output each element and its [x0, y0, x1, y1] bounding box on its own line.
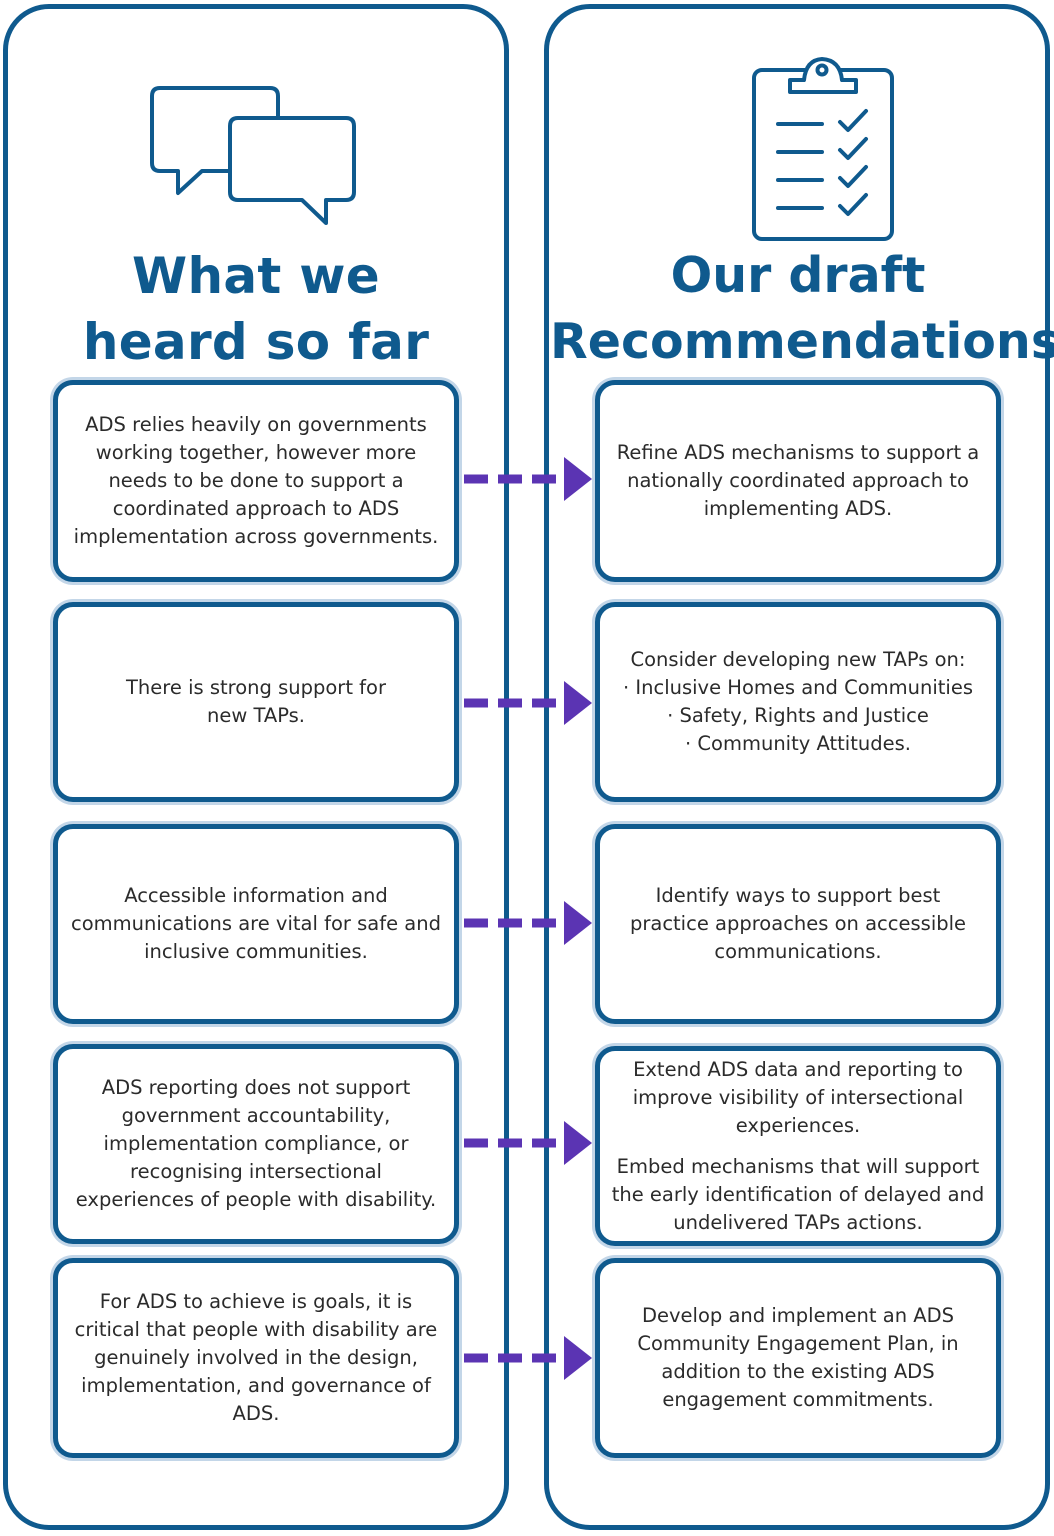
arrow-right-icon — [464, 1336, 592, 1380]
arrow-right-icon — [464, 901, 592, 945]
recommendation-text-1: Refine ADS mechanisms to support a natio… — [616, 441, 980, 520]
recommendation-text-5: Develop and implement an ADS Community E… — [637, 1304, 959, 1411]
recommendation-card-1: Refine ADS mechanisms to support a natio… — [595, 380, 1001, 582]
heard-card-5: For ADS to achieve is goals, it is criti… — [53, 1258, 459, 1458]
recommendation-text-4a: Extend ADS data and reporting to improve… — [632, 1057, 964, 1137]
heard-text-2: There is strong support for new TAPs. — [126, 676, 386, 727]
heard-card-4: ADS reporting does not support governmen… — [53, 1044, 459, 1244]
right-heading: Our draft Recommendations — [550, 243, 1054, 375]
heard-text-3: Accessible information and communication… — [71, 884, 441, 963]
tap-list-intro: Consider developing new TAPs on: — [630, 648, 966, 671]
heard-text-1: ADS relies heavily on governments workin… — [73, 413, 439, 548]
tap-recommendation-list: Consider developing new TAPs on: · Inclu… — [623, 646, 973, 758]
heard-card-3: Accessible information and communication… — [53, 824, 459, 1024]
arrow-right-icon — [464, 1121, 592, 1165]
recommendation-text-4b: Embed mechanisms that will support the e… — [611, 1154, 985, 1234]
left-heading: What we heard so far — [8, 243, 504, 375]
heard-card-2: There is strong support for new TAPs. — [53, 602, 459, 802]
tap-list-item: · Community Attitudes. — [685, 732, 911, 755]
recommendation-card-3: Identify ways to support best practice a… — [595, 824, 1001, 1024]
left-heading-line1: What we — [132, 247, 380, 305]
recommendation-card-5: Develop and implement an ADS Community E… — [595, 1258, 1001, 1458]
right-heading-line2: Recommendations — [550, 313, 1054, 370]
heard-card-1: ADS relies heavily on governments workin… — [53, 380, 459, 582]
heard-text-5: For ADS to achieve is goals, it is criti… — [74, 1290, 438, 1425]
recommendation-card-4: Extend ADS data and reporting to improve… — [595, 1046, 1001, 1246]
speech-bubbles-icon — [150, 86, 356, 225]
recommendation-text-3: Identify ways to support best practice a… — [629, 884, 967, 963]
tap-list-item: · Safety, Rights and Justice — [667, 704, 929, 727]
right-heading-line1: Our draft — [670, 247, 926, 304]
tap-list-item: · Inclusive Homes and Communities — [622, 676, 974, 699]
clipboard-checklist-icon — [752, 57, 894, 241]
heard-text-4: ADS reporting does not support governmen… — [75, 1076, 437, 1211]
left-heading-line2: heard so far — [82, 313, 430, 371]
arrow-right-icon — [464, 457, 592, 501]
arrow-right-icon — [464, 681, 592, 725]
recommendation-card-2: Consider developing new TAPs on: · Inclu… — [595, 602, 1001, 802]
